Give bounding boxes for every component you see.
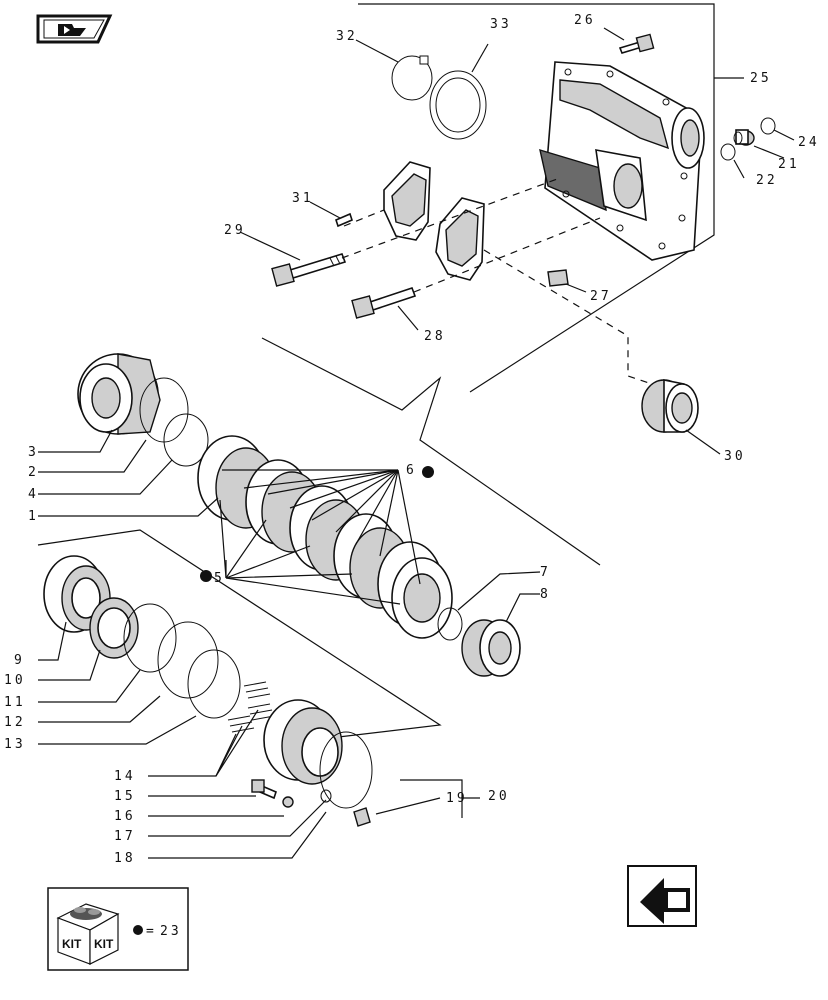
center-break-line: [261, 337, 601, 566]
callout-16: 16: [114, 809, 136, 824]
callout-7: 7: [540, 565, 551, 580]
washer-part: [282, 796, 294, 808]
callout-28: 28: [424, 329, 446, 344]
callout-6: 6: [406, 463, 417, 478]
ring-part: [429, 70, 487, 140]
fitting-part: [733, 129, 755, 146]
long-bolt-part: [271, 253, 347, 287]
callout-2: 2: [28, 465, 39, 480]
assembly-dashed-line: [483, 249, 665, 389]
clutch-disc-stack: [197, 435, 453, 639]
kit-marker-dot: [422, 466, 434, 478]
leader-lines: [38, 27, 795, 859]
callout-1: 1: [28, 509, 39, 524]
callout-24: 24: [798, 135, 820, 150]
seal-ring-part: [187, 649, 241, 719]
bolt-part: [351, 286, 417, 319]
clutch-drum-part: [77, 353, 161, 435]
bolt-part: [618, 33, 655, 54]
circlip-part: [391, 55, 433, 101]
housing-frame-line: [358, 3, 715, 393]
o-ring-part: [720, 143, 736, 161]
callout-33: 33: [490, 17, 512, 32]
ring-part: [437, 607, 463, 641]
book-arrow-icon[interactable]: [36, 14, 113, 44]
callout-30: 30: [724, 449, 746, 464]
gear-part: [461, 619, 521, 677]
callout-17: 17: [114, 829, 136, 844]
callout-20: 20: [488, 789, 510, 804]
callout-labels: 1 2 3 4 5 6 7 8 9 10 11 12 13 14 15 16 1…: [4, 13, 820, 866]
previous-page-arrow-icon[interactable]: [627, 865, 697, 927]
callout-31: 31: [292, 191, 314, 206]
housing-part: [539, 61, 705, 261]
kit-box-icon: KIT KIT: [56, 903, 120, 965]
callout-14: 14: [114, 769, 136, 784]
kit-legend: KIT KIT = 23: [47, 887, 189, 971]
callout-spider-lines: [219, 469, 421, 605]
callout-18: 18: [114, 851, 136, 866]
callout-8: 8: [540, 587, 551, 602]
callout-11: 11: [4, 695, 26, 710]
callout-10: 10: [4, 673, 26, 688]
callout-5: 5: [214, 571, 225, 586]
kit-label-left: KIT: [62, 937, 82, 951]
callout-3: 3: [28, 445, 39, 460]
callout-25: 25: [750, 71, 772, 86]
callout-22: 22: [756, 173, 778, 188]
washer-part: [123, 603, 177, 673]
o-ring-part: [320, 789, 332, 803]
seal-ring-part: [157, 621, 219, 699]
kit-legend-dot: [133, 925, 143, 935]
bearing-cap-part: [383, 161, 431, 241]
retaining-ring-part: [163, 413, 209, 467]
kit-legend-number: 23: [160, 924, 182, 939]
callout-26: 26: [574, 13, 596, 28]
callout-19: 19: [446, 791, 468, 806]
callout-12: 12: [4, 715, 26, 730]
callout-13: 13: [4, 737, 26, 752]
o-ring-part: [319, 731, 373, 809]
callout-15: 15: [114, 789, 136, 804]
screw-part: [335, 212, 353, 228]
callout-32: 32: [336, 29, 358, 44]
o-ring-part: [760, 117, 776, 135]
kit-marker-dot: [200, 570, 212, 582]
plug-part: [353, 807, 371, 827]
callout-21: 21: [778, 157, 800, 172]
piston-housing-part: [263, 699, 343, 785]
sleeve-part: [641, 379, 699, 433]
callout-27: 27: [590, 289, 612, 304]
callout-4: 4: [28, 487, 39, 502]
bolt-part: [251, 779, 277, 800]
lower-frame-line: [37, 529, 442, 739]
kit-label-right: KIT: [94, 937, 114, 951]
kit-legend-equals: =: [146, 924, 157, 939]
callout-9: 9: [14, 653, 25, 668]
pin-part: [547, 269, 569, 287]
callout-29: 29: [224, 223, 246, 238]
bearing-cap-part: [435, 197, 485, 281]
spring-washer-part: [89, 597, 139, 659]
